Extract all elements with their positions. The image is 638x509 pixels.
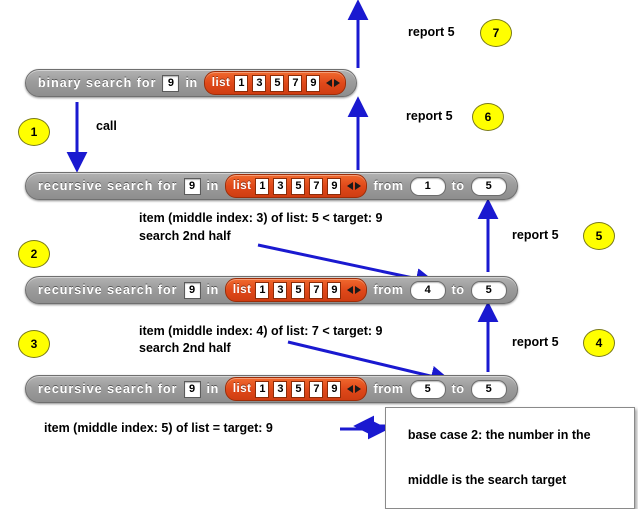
block-text-recursive-search: recursive search for	[38, 382, 178, 396]
list-cell[interactable]: 1	[255, 281, 270, 299]
from-input[interactable]: 4	[409, 280, 446, 300]
to-input[interactable]: 5	[470, 379, 507, 399]
step-circle-7: 7	[480, 19, 512, 47]
note-middle-index-4-line1: item (middle index: 4) of list: 7 < targ…	[139, 324, 383, 338]
list-scroll-arrows[interactable]	[326, 79, 341, 87]
recursive-search-block-2[interactable]: recursive search for 9 in list 1 3 5 7 9…	[25, 276, 518, 304]
list-cell[interactable]: 5	[291, 380, 306, 398]
block-text-to: to	[451, 382, 465, 396]
label-report-7: report 5	[408, 25, 455, 39]
list-cell[interactable]: 3	[273, 281, 288, 299]
block-text-from: from	[373, 382, 404, 396]
list-cell[interactable]: 1	[255, 177, 270, 195]
block-text-in: in	[206, 179, 219, 193]
left-arrow-icon[interactable]	[347, 286, 354, 294]
step-number: 1	[30, 125, 38, 139]
callout-line-2: middle is the search target	[407, 473, 567, 487]
to-input[interactable]: 5	[470, 176, 507, 196]
to-input[interactable]: 5	[470, 280, 507, 300]
block-text-from: from	[373, 283, 404, 297]
list-scroll-arrows[interactable]	[347, 286, 362, 294]
base-case-callout: base case 2: the number in the middle is…	[385, 407, 635, 509]
list-cell[interactable]: 7	[309, 380, 324, 398]
block-text-recursive-search: recursive search for	[38, 283, 178, 297]
note-middle-index-5: item (middle index: 5) of list = target:…	[44, 421, 273, 435]
block-text-to: to	[451, 283, 465, 297]
right-arrow-icon[interactable]	[334, 79, 341, 87]
step-number: 7	[492, 26, 500, 40]
list-cell[interactable]: 9	[306, 74, 321, 92]
list-reporter[interactable]: list 1 3 5 7 9	[224, 377, 368, 401]
list-cell[interactable]: 1	[234, 74, 249, 92]
list-cell[interactable]: 5	[270, 74, 285, 92]
block-text-binary-search: binary search for	[38, 76, 157, 90]
step-circle-3: 3	[18, 330, 50, 358]
list-label: list	[232, 284, 252, 296]
recursive-search-block-1[interactable]: recursive search for 9 in list 1 3 5 7 9…	[25, 172, 518, 200]
block-text-to: to	[451, 179, 465, 193]
block-text-in: in	[185, 76, 198, 90]
step-number: 6	[484, 110, 492, 124]
step-circle-2: 2	[18, 240, 50, 268]
list-cell[interactable]: 3	[273, 177, 288, 195]
list-label: list	[232, 383, 252, 395]
list-cell[interactable]: 3	[252, 74, 267, 92]
from-input[interactable]: 5	[409, 379, 446, 399]
left-arrow-icon[interactable]	[347, 182, 354, 190]
step-number: 2	[30, 247, 38, 261]
list-cell[interactable]: 5	[291, 177, 306, 195]
list-reporter[interactable]: list 1 3 5 7 9	[203, 71, 347, 95]
list-cell[interactable]: 7	[288, 74, 303, 92]
from-input[interactable]: 1	[409, 176, 446, 196]
list-cell[interactable]: 9	[327, 281, 342, 299]
label-report-6: report 5	[406, 109, 453, 123]
target-input[interactable]: 9	[183, 177, 201, 195]
list-label: list	[211, 77, 231, 89]
step-circle-5: 5	[583, 222, 615, 250]
list-cell[interactable]: 1	[255, 380, 270, 398]
step-number: 4	[595, 336, 603, 350]
step-number: 5	[595, 229, 603, 243]
block-text-in: in	[206, 382, 219, 396]
list-scroll-arrows[interactable]	[347, 182, 362, 190]
callout-line-1: base case 2: the number in the	[407, 428, 591, 442]
note-middle-index-3-line2: search 2nd half	[139, 229, 231, 243]
label-report-5: report 5	[512, 228, 559, 242]
list-reporter[interactable]: list 1 3 5 7 9	[224, 278, 368, 302]
binary-search-block[interactable]: binary search for 9 in list 1 3 5 7 9	[25, 69, 358, 97]
label-call: call	[96, 119, 117, 133]
recursive-search-block-3[interactable]: recursive search for 9 in list 1 3 5 7 9…	[25, 375, 518, 403]
block-text-from: from	[373, 179, 404, 193]
left-arrow-icon[interactable]	[326, 79, 333, 87]
step-number: 3	[30, 337, 38, 351]
right-arrow-icon[interactable]	[355, 385, 362, 393]
step-circle-6: 6	[472, 103, 504, 131]
note-middle-index-4-line2: search 2nd half	[139, 341, 231, 355]
list-label: list	[232, 180, 252, 192]
list-cell[interactable]: 5	[291, 281, 306, 299]
list-scroll-arrows[interactable]	[347, 385, 362, 393]
block-text-recursive-search: recursive search for	[38, 179, 178, 193]
list-cell[interactable]: 7	[309, 177, 324, 195]
right-arrow-icon[interactable]	[355, 182, 362, 190]
list-cell[interactable]: 3	[273, 380, 288, 398]
target-input[interactable]: 9	[183, 380, 201, 398]
list-cell[interactable]: 7	[309, 281, 324, 299]
diagram-canvas: binary search for 9 in list 1 3 5 7 9 re…	[18, 0, 635, 509]
right-arrow-icon[interactable]	[355, 286, 362, 294]
left-arrow-icon[interactable]	[347, 385, 354, 393]
block-text-in: in	[206, 283, 219, 297]
step-circle-4: 4	[583, 329, 615, 357]
note-middle-index-3-line1: item (middle index: 3) of list: 5 < targ…	[139, 211, 383, 225]
list-reporter[interactable]: list 1 3 5 7 9	[224, 174, 368, 198]
list-cell[interactable]: 9	[327, 177, 342, 195]
target-input[interactable]: 9	[162, 74, 180, 92]
list-cell[interactable]: 9	[327, 380, 342, 398]
target-input[interactable]: 9	[183, 281, 201, 299]
step-circle-1: 1	[18, 118, 50, 146]
label-report-4: report 5	[512, 335, 559, 349]
